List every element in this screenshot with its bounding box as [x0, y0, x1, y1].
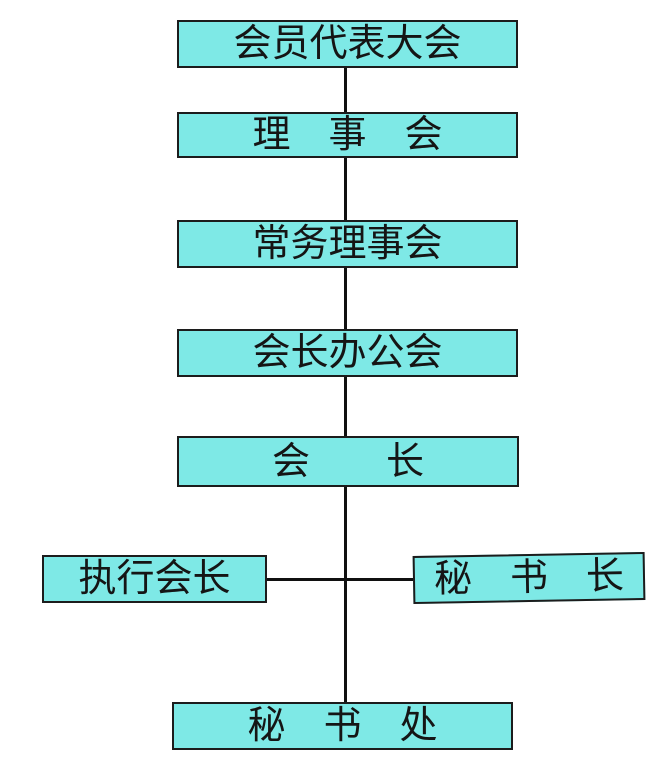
node-secretariat: 秘 书 处: [172, 702, 513, 750]
node-secretary-general: 秘 书 长: [412, 551, 646, 605]
node-member-representative-assembly: 会员代表大会: [177, 20, 518, 68]
node-executive-president: 执行会长: [42, 555, 267, 603]
node-president-office-meeting: 会长办公会: [177, 329, 518, 377]
connector-vertical-trunk: [344, 66, 347, 704]
node-president: 会 长: [177, 436, 519, 487]
connector-horizontal-branch: [265, 578, 415, 581]
node-council: 理 事 会: [177, 112, 518, 158]
node-standing-council: 常务理事会: [177, 220, 518, 268]
